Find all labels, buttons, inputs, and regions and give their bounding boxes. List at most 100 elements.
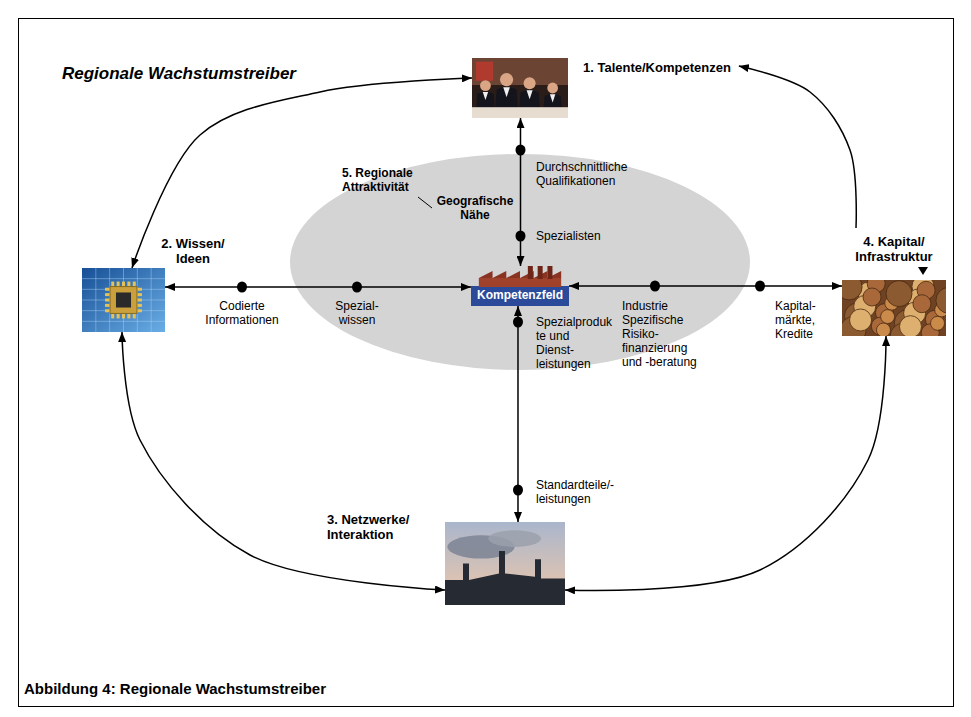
junction-dot <box>516 231 526 242</box>
flow-arrow <box>569 285 842 287</box>
node-label: 2. Wissen/ Ideen <box>156 236 230 266</box>
node-label: 3. Netzwerke/ Interaktion <box>327 512 439 542</box>
chip-pin <box>105 293 110 296</box>
chip-pin <box>122 313 125 318</box>
node-label: Kompetenzfeld <box>471 266 569 306</box>
coins-picture <box>842 280 946 336</box>
person-head <box>500 73 513 86</box>
chip-pin <box>137 288 142 291</box>
chip-pin <box>117 313 120 318</box>
pointer-head <box>918 267 928 275</box>
junction-dot <box>755 281 765 292</box>
chip-pin <box>111 282 114 287</box>
chip-pin <box>105 309 110 312</box>
junction-dot <box>513 317 523 328</box>
smoke-picture <box>445 522 565 605</box>
chip-pin <box>105 304 110 307</box>
chip-pin <box>122 282 125 287</box>
coin <box>913 295 931 313</box>
flow-arrow <box>165 286 471 288</box>
junction-dot <box>237 282 247 293</box>
chip-pin <box>105 288 110 291</box>
node-label: 4. Kapital/ Infrastruktur <box>842 228 946 264</box>
circuit-line <box>82 321 165 322</box>
cycle-arrow <box>565 336 886 590</box>
flow-label: Kapital- märkte, Kredite <box>775 299 831 341</box>
chip-pin <box>105 299 110 302</box>
talent-picture: 1. Talente/Kompetenzen <box>472 58 739 118</box>
node-label: Geografische Nähe <box>436 194 514 222</box>
chip-pin <box>111 313 114 318</box>
person-head <box>547 83 558 94</box>
capital-picture: 4. Kapital/ Infrastruktur <box>842 228 946 336</box>
circuit-line <box>151 268 152 332</box>
cycle-arrow <box>122 332 445 590</box>
factory-hall <box>479 278 561 287</box>
coin <box>876 323 890 336</box>
coin <box>881 310 895 324</box>
coin <box>850 309 872 331</box>
chip-pin <box>137 293 142 296</box>
person-head <box>480 80 491 91</box>
network-picture: 3. Netzwerke/ Interaktion <box>445 522 565 605</box>
chip-pin <box>133 313 136 318</box>
coin <box>863 288 881 306</box>
chip-picture <box>82 268 165 332</box>
chip-pin <box>127 313 130 318</box>
flow-label: Industrie Spezifische Risiko- finanzieru… <box>622 299 706 369</box>
people-picture <box>472 58 568 118</box>
knowledge-picture: 2. Wissen/ Ideen <box>82 268 165 332</box>
photo-table <box>472 107 568 118</box>
person-shirt <box>483 92 488 100</box>
person-head <box>524 77 536 89</box>
coin <box>936 287 946 313</box>
junction-dot <box>516 145 526 156</box>
leader-line <box>418 197 432 208</box>
coin <box>886 281 912 307</box>
flow-label: Durchschnittliche Qualifikationen <box>536 160 656 188</box>
competence-factory: Kompetenzfeld <box>471 266 569 306</box>
junction-dot <box>650 281 660 292</box>
diagram-title: Regionale Wachstumstreiber <box>62 64 296 84</box>
flow-label: Spezial- wissen <box>329 299 385 327</box>
chip-pin <box>137 299 142 302</box>
figure-caption: Abbildung 4: Regionale Wachstumstreiber <box>24 680 326 697</box>
figure-frame <box>19 19 954 707</box>
factory-chimney <box>547 266 552 279</box>
chip-core <box>116 292 131 307</box>
photo-ground <box>472 58 568 118</box>
flow-arrow <box>520 118 522 266</box>
chip-pin <box>117 282 120 287</box>
flow-label: Spezialisten <box>536 229 636 243</box>
coin <box>899 316 921 336</box>
photo-accent <box>476 62 493 81</box>
junction-dot <box>352 282 362 293</box>
chip-pin <box>127 282 130 287</box>
coin <box>842 280 862 300</box>
coin <box>931 316 945 330</box>
person-shirt <box>527 90 533 99</box>
chip-body <box>110 287 137 314</box>
node-label: 1. Talente/Kompetenzen <box>583 60 739 75</box>
smoke-cloud <box>488 530 541 547</box>
cycle-arrow <box>739 66 856 228</box>
sky <box>445 522 565 605</box>
cycle-arrow <box>132 78 472 268</box>
factory-chimney <box>538 266 543 279</box>
chip-pin <box>133 282 136 287</box>
chip-pin <box>137 304 142 307</box>
chip-pin <box>137 309 142 312</box>
flow-label: Standardteile/- leistungen <box>536 478 628 506</box>
node-label: 5. Regionale Attraktivität <box>342 166 432 194</box>
plant-silhouette <box>445 551 565 605</box>
flow-label: Spezialproduk te und Dienst- leistungen <box>536 315 598 371</box>
junction-dot <box>513 485 523 496</box>
person-shirt <box>503 87 510 97</box>
person-shirt <box>550 94 555 102</box>
flow-label: Codierte Informationen <box>200 299 284 327</box>
factory-chimney <box>528 266 533 279</box>
chip-ground <box>82 268 165 332</box>
